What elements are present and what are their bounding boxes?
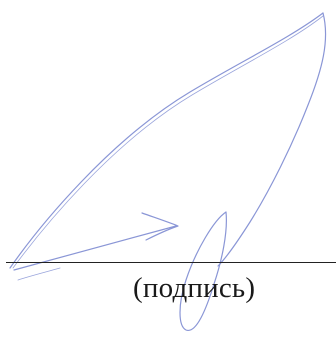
signature-line: [6, 262, 336, 263]
signature-stroke-tail: [17, 267, 61, 281]
signature-stroke-descender: [217, 12, 327, 267]
signature-caption: (подпись): [133, 272, 256, 304]
signature-stroke-main-echo: [12, 15, 324, 269]
signature-stroke-flourish: [13, 225, 177, 271]
signature-stroke-hook: [141, 212, 179, 241]
signature-stroke-main: [9, 12, 324, 269]
